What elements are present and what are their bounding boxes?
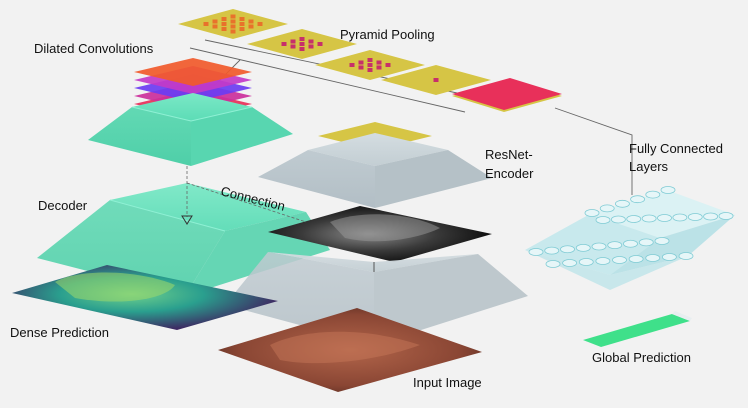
fc-node [584,209,600,217]
pooling-cell [221,17,227,21]
label-decoder: Decoder [38,198,88,213]
fc-node [687,213,703,221]
dilated-layer [134,58,252,86]
pooling-cell [221,27,227,31]
fc-node [678,252,694,260]
label-fully-connected-line-1: Fully Connected [629,141,723,156]
pooling-cell [248,24,254,29]
fc-node [628,255,644,263]
label-resnet-line-1: ResNet- [485,147,533,162]
pooling-cell [433,78,439,82]
pooling-cell [290,44,296,49]
pooling-cell [367,58,373,62]
pooling-cell [203,22,209,26]
fc-node [645,254,661,262]
pooling-cell [221,22,227,26]
fc-node [610,215,626,224]
pooling-cell [230,14,236,19]
fc-node [599,204,615,213]
pooling-cell [248,19,254,24]
pooling-tile-4 [381,65,491,95]
fc-node [654,237,670,245]
fc-node [591,242,607,251]
label-dilated-convolutions: Dilated Convolutions [34,41,154,56]
fc-node [545,260,561,268]
fc-node [623,239,638,248]
fc-node [560,245,575,254]
fc-node [661,253,677,261]
label-input-image: Input Image [413,375,482,390]
dense-prediction-map [12,265,278,330]
fc-node [645,190,661,199]
label-resnet-line-2: Encoder [485,166,534,181]
fc-node [612,256,627,264]
pooling-cell [367,63,373,67]
pooling-cell [299,42,305,46]
pooling-cell [299,37,305,41]
pooling-cell [376,65,382,70]
pooling-cell [230,24,236,29]
fully-connected-nodes [528,186,734,268]
pooling-cell [212,24,218,29]
pooling-cell [358,60,364,65]
pooling-cell [308,44,314,49]
connection-feature-map [268,206,492,262]
fc-node [595,257,611,265]
pooling-cell [230,19,236,24]
pooling-cell [317,42,323,46]
fully-connected-block [525,186,735,290]
label-fully-connected-line-2: Layers [629,159,669,174]
fc-node [718,212,734,220]
fc-node [630,195,645,204]
fc-node [544,246,560,255]
fc-node [626,215,642,223]
pooling-cell [349,63,355,67]
global-prediction-bar [583,311,692,347]
fc-node [595,216,611,224]
fc-node [703,212,719,221]
pooling-cell [281,42,287,46]
pooling-cell [299,47,305,51]
encoder-upper-block [258,122,492,208]
pyramid-pooling-tiles [178,9,562,112]
fc-node [641,214,657,223]
input-image [218,308,482,392]
label-global-prediction: Global Prediction [592,350,691,365]
fc-node [607,241,623,250]
decoder-upper-block [88,93,293,166]
pooling-cell [358,65,364,70]
pooling-cell [230,29,236,34]
label-pyramid-pooling: Pyramid Pooling [340,27,435,42]
fc-node [578,258,594,266]
label-dense-prediction: Dense Prediction [10,325,109,340]
pooling-cell [212,19,218,24]
pooling-cell [290,39,296,44]
fc-node [638,238,654,247]
pooling-output-tile [452,78,562,112]
pooling-cell [257,22,263,26]
fc-node [562,259,578,267]
pooling-cell [367,68,373,72]
pooling-cell [308,39,314,44]
fc-node [615,199,630,208]
skip-arrow-head [181,215,193,225]
pooling-cell [239,17,245,21]
fc-node [672,213,688,222]
pooling-tile-2 [247,29,357,59]
fc-node [657,214,672,222]
pooling-cell [239,27,245,31]
connection-line [186,182,307,223]
pooling-cell [376,60,382,65]
fc-node [528,248,544,256]
pooling-tile-1 [178,9,288,39]
pooling-tile-3 [315,50,425,80]
fc-node [575,243,591,252]
pooling-cell [385,63,391,67]
pooling-cell [239,22,245,26]
fc-node [660,186,676,194]
